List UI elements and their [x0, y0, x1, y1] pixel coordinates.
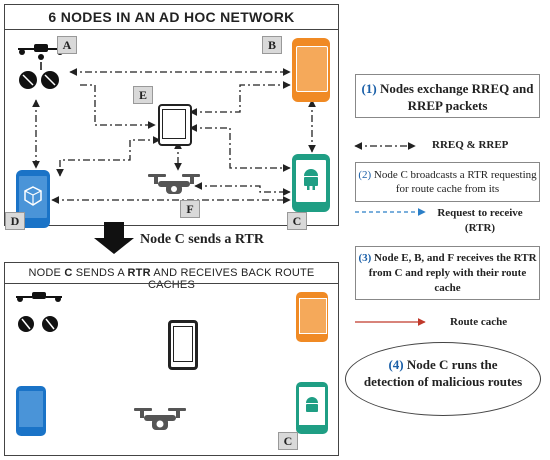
- node-label-e: E: [133, 86, 153, 104]
- phone-b-icon: [292, 38, 330, 102]
- step-4-ellipse: (4) Node C runs the detection of malicio…: [345, 342, 541, 416]
- drone-f-icon: [148, 174, 200, 194]
- node-label-c2: C: [278, 432, 298, 450]
- phone-d-icon: [16, 170, 50, 228]
- link-e-d: [56, 136, 161, 177]
- drone-a2-icon: [16, 292, 62, 332]
- phone-c-icon: [292, 154, 330, 212]
- drone-f2-icon: [134, 408, 186, 430]
- node-label-d: D: [5, 212, 25, 230]
- step-1-box: (1) Nodes exchange RREQ and RREP packets: [355, 74, 540, 118]
- link-e-b: [189, 81, 291, 116]
- phone-e2-icon: [168, 320, 198, 370]
- android-icon: [304, 169, 318, 190]
- down-arrow: [94, 222, 134, 254]
- android2-icon: [306, 397, 318, 412]
- bottom-panel-title: NODE C SENDS A RTR AND RECEIVES BACK ROU…: [28, 267, 315, 291]
- title-divider: [5, 29, 338, 30]
- legend-rreq-label: RREQ & RREP: [432, 139, 509, 151]
- phone-b2-icon: [296, 292, 328, 342]
- phone-d2-icon: [16, 386, 46, 436]
- step-2-box: (2) Node C broadcasts a RTR requesting f…: [355, 162, 540, 202]
- transition-label: Node C sends a RTR: [140, 232, 264, 247]
- node-label-c: C: [287, 212, 307, 230]
- top-panel-title: 6 NODES IN AN AD HOC NETWORK: [48, 9, 295, 25]
- link-e-c: [189, 124, 291, 172]
- node-label-a: A: [57, 36, 77, 54]
- step-3-box: (3) Node E, B, and F receives the RTR fr…: [355, 246, 540, 300]
- bottom-title-divider: [5, 283, 338, 284]
- legend-route-label: Route cache: [450, 316, 508, 328]
- node-label-b: B: [262, 36, 282, 54]
- phone-c2-icon: [296, 382, 328, 434]
- link-f-c: [194, 182, 291, 196]
- node-label-f: F: [180, 200, 200, 218]
- legend-request-label: Request to receive (RTR): [437, 207, 523, 234]
- cube-icon: [24, 186, 42, 206]
- link-a-e: [80, 84, 156, 129]
- phone-e-icon: [158, 104, 192, 146]
